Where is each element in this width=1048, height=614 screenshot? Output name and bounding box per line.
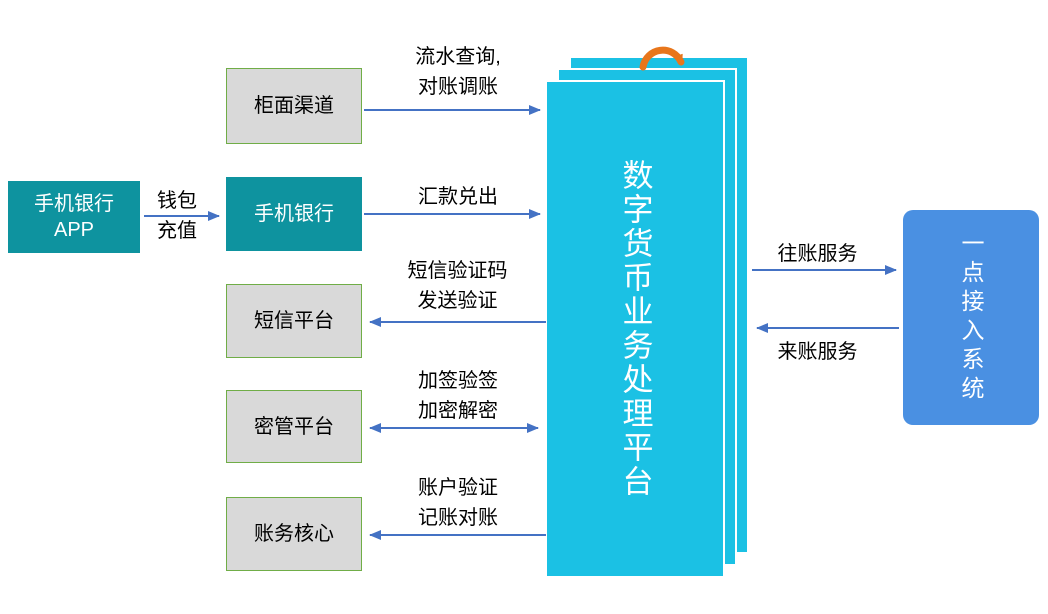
wallet-label-line2: 充值 <box>157 220 197 242</box>
accounting-edge-line2: 记账对账 <box>418 507 498 529</box>
accounting-edge-line1: 账户验证 <box>418 477 498 499</box>
mobile-edge-line1: 汇款兑出 <box>418 186 498 208</box>
platform-layer-front <box>545 80 725 578</box>
outgoing-service-label: 往账服务 <box>777 243 858 265</box>
counter-channel-label: 柜面渠道 <box>254 95 334 117</box>
mobile-banking-label: 手机银行 <box>254 203 334 225</box>
mobile-app-label-line1: 手机银行 <box>34 193 114 215</box>
edge-label-crypto-platform: 加签验签 加密解密 <box>378 366 538 426</box>
sms-edge-line1: 短信验证码 <box>407 260 508 282</box>
edge-label-incoming-service: 来账服务 <box>745 337 890 367</box>
sms-platform-label: 短信平台 <box>254 310 334 332</box>
counter-edge-line2: 对账调账 <box>418 76 498 98</box>
edge-label-outgoing-service: 往账服务 <box>745 239 890 269</box>
mobile-app-label-line2: APP <box>53 219 95 241</box>
node-sms-platform: 短信平台 <box>226 284 362 358</box>
node-crypto-platform: 密管平台 <box>226 390 362 463</box>
edge-label-platform-sms: 短信验证码 发送验证 <box>375 256 540 316</box>
node-mobile-banking-app: 手机银行 APP <box>8 181 140 253</box>
accounting-core-label: 账务核心 <box>254 523 334 545</box>
node-access-system: 一点接入系统 <box>903 210 1039 425</box>
counter-edge-line1: 流水查询, <box>415 46 501 68</box>
node-mobile-banking: 手机银行 <box>226 177 362 251</box>
node-accounting-core: 账务核心 <box>226 497 362 571</box>
incoming-service-label: 来账服务 <box>777 341 858 363</box>
crypto-edge-line1: 加签验签 <box>418 370 498 392</box>
edge-label-counter-platform: 流水查询, 对账调账 <box>378 42 538 102</box>
access-system-label: 一点接入系统 <box>958 230 984 405</box>
sms-edge-line2: 发送验证 <box>417 290 498 312</box>
platform-label: 数字货币业务处理平台 <box>617 159 653 499</box>
loop-icon <box>639 46 685 71</box>
crypto-edge-line2: 加密解密 <box>418 400 498 422</box>
edge-label-wallet-recharge: 钱包 充值 <box>142 186 212 246</box>
node-platform: 数字货币业务处理平台 <box>545 80 725 578</box>
edge-label-mobile-platform: 汇款兑出 <box>378 182 538 212</box>
wallet-label-line1: 钱包 <box>157 190 197 212</box>
crypto-platform-label: 密管平台 <box>254 415 334 438</box>
node-counter-channel: 柜面渠道 <box>226 68 362 144</box>
edge-label-platform-accounting: 账户验证 记账对账 <box>378 473 538 533</box>
